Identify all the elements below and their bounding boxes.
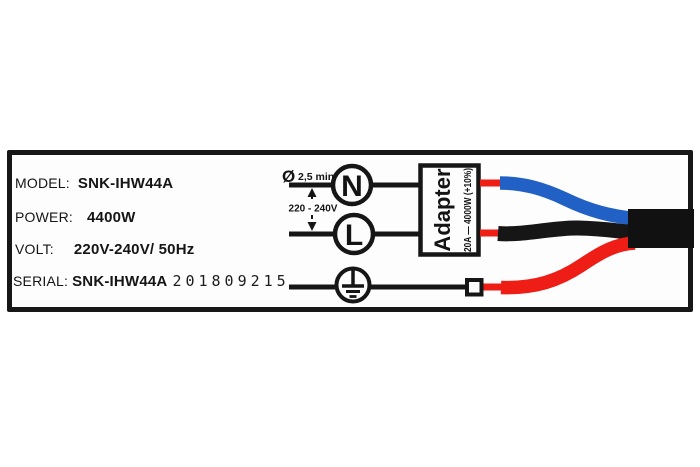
power-value: 4400W [86,209,136,226]
arrowhead-up-icon [307,188,317,197]
cable-connector-block [628,209,694,248]
voltage-range-text: 220 - 240V [289,204,338,215]
serial-number: 201809215 [172,272,290,290]
neutral-terminal: N [330,163,374,207]
volt-value: 220V-240V/ 50Hz [73,241,195,258]
spec-row-model: MODEL: SNK-IHW44A [15,174,173,193]
wire-gauge-note: 2,5 min [298,171,334,183]
model-key: MODEL: [15,175,70,191]
adapter-title: Adapter [430,168,455,252]
neutral-terminal-circle [330,163,374,207]
spec-row-volt: VOLT: 220V-240V/ 50Hz [15,240,194,259]
model-value: SNK-IHW44A [77,175,174,192]
earth-square-connector [465,278,484,297]
neutral-wire-blue [499,176,635,226]
earth-ground-icon [342,270,364,298]
volt-key: VOLT: [15,241,54,257]
crimp-stubs [480,179,503,291]
live-terminal-circle [332,212,376,256]
spec-row-power: POWER: 4400W [15,208,136,227]
adapter-rating: 20A — 4000W (+10%) [463,168,474,252]
adapter-box-outline [418,163,481,257]
live-wire-black [497,220,635,242]
neutral-terminal-letter: N [341,170,363,203]
live-terminal: L [332,212,376,256]
live-terminal-letter: L [345,219,363,252]
diameter-icon: Ø [282,167,295,186]
power-key: POWER: [15,209,73,225]
voltage-dimension-arrow: 220 - 240V [289,188,338,231]
earth-wire-red [500,236,636,295]
terminal-lines [289,182,468,290]
arrowhead-down-icon [307,222,317,231]
serial-model-value: SNK-IHW44A [72,273,168,290]
serial-key: SERIAL: [13,273,69,289]
adapter-box: Adapter 20A — 4000W (+10%) [418,163,481,257]
earth-terminal [334,266,372,304]
